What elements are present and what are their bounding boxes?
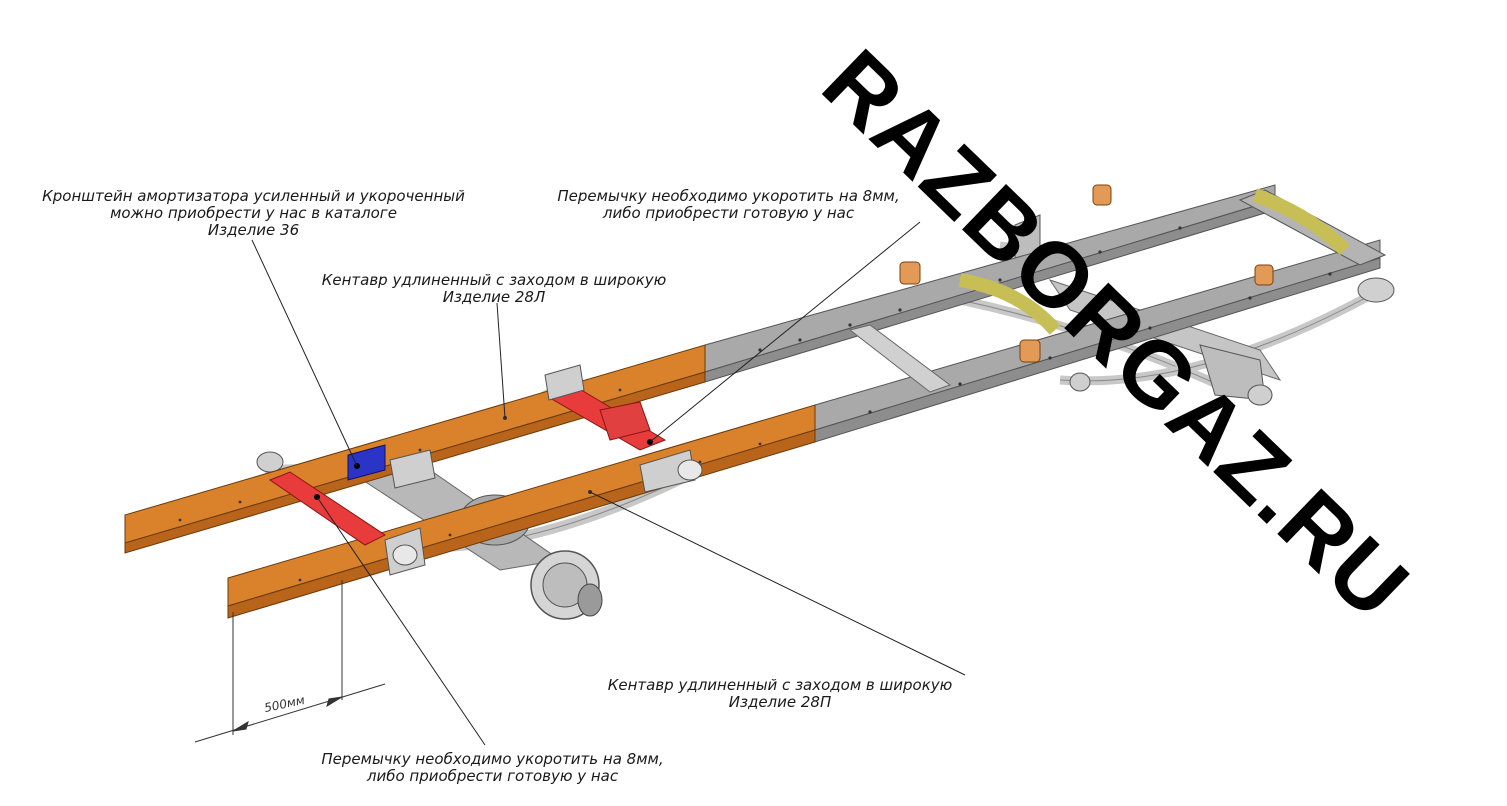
leader-lines: [251, 221, 966, 746]
callout-left-extension: Кентавр удлиненный с заходом в широкую И…: [304, 272, 684, 306]
callout-right-extension-line2: Изделие 28П: [728, 693, 832, 711]
spring-mounts: [384, 364, 703, 576]
callout-right-extension: Кентавр удлиненный с заходом в широкую И…: [590, 677, 970, 711]
callout-bracket-line1: Кронштейн амортизатора усиленный и укоро…: [42, 187, 465, 205]
spring-bushings: [899, 184, 1274, 363]
callout-crossbar-bottom-line1: Перемычку необходимо укоротить на 8мм,: [321, 750, 664, 768]
callout-bracket-line3: Изделие 36: [207, 221, 300, 239]
callout-crossbar-top-line1: Перемычку необходимо укоротить на 8мм,: [557, 187, 900, 205]
callout-left-extension-line2: Изделие 28Л: [442, 288, 546, 306]
crossbar-front: [548, 387, 667, 451]
rear-wheel-hub: [530, 550, 603, 620]
callout-crossbar-bottom: Перемычку необходимо укоротить на 8мм, л…: [300, 751, 685, 785]
middle-crossmember: [848, 324, 952, 393]
left-extension-28L: [124, 344, 706, 554]
callout-right-extension-line1: Кентавр удлиненный с заходом в широкую: [607, 676, 953, 694]
callout-shock-bracket: Кронштейн амортизатора усиленный и укоро…: [16, 188, 491, 239]
callout-crossbar-top: Перемычку необходимо укоротить на 8мм, л…: [536, 188, 921, 222]
callout-left-extension-line1: Кентавр удлиненный с заходом в широкую: [321, 271, 667, 289]
callout-crossbar-top-line2: либо приобрести готовую у нас: [602, 204, 855, 222]
dimension-500mm: [194, 580, 386, 743]
frame-holes: [178, 226, 1332, 582]
callout-bracket-line2: можно приобрести у нас в каталоге: [110, 204, 397, 222]
rear-cross-link: [958, 188, 1350, 335]
callout-crossbar-bottom-line2: либо приобрести готовую у нас: [366, 767, 619, 785]
rear-hub-left: [256, 451, 284, 473]
